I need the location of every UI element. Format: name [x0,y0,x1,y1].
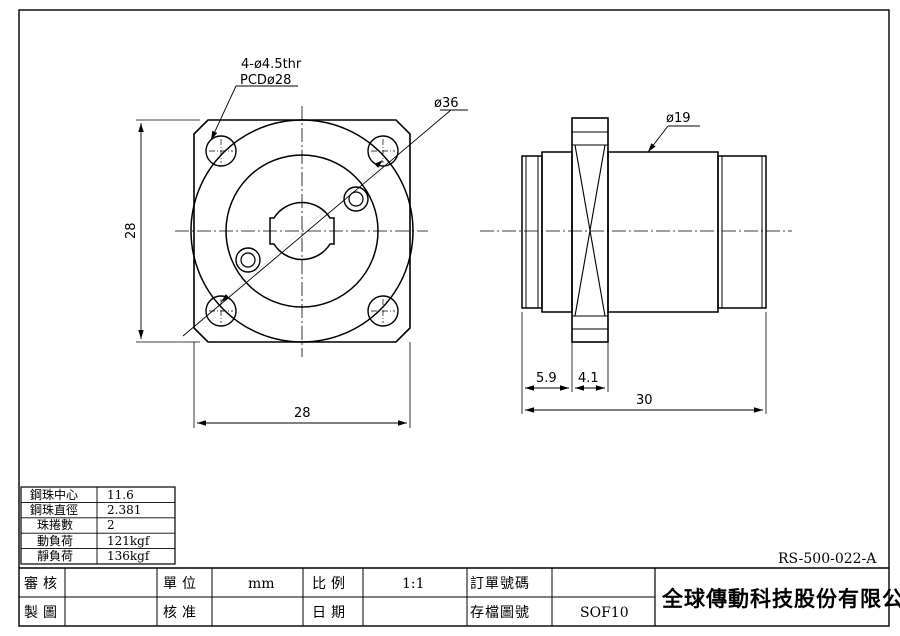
dim-b-label: 4.1 [578,371,599,386]
spec-label: 靜負荷 [37,549,73,563]
mounting-hole [367,135,399,167]
drawing-number: RS-500-022-A [778,551,877,567]
left-end-cap [521,155,543,309]
spec-label: 珠捲數 [37,518,73,532]
mounting-hole [367,295,399,327]
dim-a-label: 5.9 [536,371,557,386]
company-name: 全球傳動科技股份有限公司 [661,586,900,611]
body-dia-label: ø19 [666,111,691,126]
hole-callout-leader [210,85,237,141]
hole-callout-count: 4-ø4.5thr [241,57,302,72]
spec-value: 11.6 [107,488,134,502]
nut-body-right [607,151,719,313]
mounting-hole [205,135,237,167]
approve-label: 核准 [163,605,201,621]
flange-dia-arrow [301,159,384,232]
bore-outline [269,201,335,261]
mounting-hole [205,295,237,327]
unit-label: 單位 [163,576,201,592]
body-dia-leader [647,125,669,153]
overall-length-label: 30 [636,393,653,408]
flange-cross-line [574,144,606,317]
flange-dia-label: ø36 [434,96,459,111]
spec-value: 121kgf [107,534,151,548]
height-dim-label: 28 [124,222,139,239]
spec-label: 鋼珠直徑 [30,503,78,517]
file-label: 存檔圖號 [470,605,530,621]
flange-dia-arrow [220,230,303,303]
date-label: 日期 [312,605,350,621]
spec-value: 136kgf [107,549,151,563]
flange-outline [193,119,411,343]
scale-label: 比例 [312,576,350,592]
spec-value: 2 [107,518,115,532]
right-end-cap [717,155,767,309]
spec-label: 鋼珠中心 [30,487,78,502]
ball-return-plug [240,252,256,268]
sheet-border [18,9,890,627]
front-view: 4-ø4.5thr PCDø28 ø36 28 28 [124,57,468,428]
file-value: SOF10 [580,605,629,621]
hole-callout-pcd: PCDø28 [240,73,291,88]
unit-value: mm [248,576,275,592]
draw-label: 製圖 [24,605,62,621]
order-label: 訂單號碼 [470,576,530,592]
ball-return-plug [348,191,364,207]
spec-value: 2.381 [107,503,141,517]
side-view: ø19 5.9 4.1 30 [480,111,792,414]
ball-return-plug [343,186,369,212]
scale-value: 1:1 [402,576,425,592]
spec-table: 鋼珠中心 11.6 鋼珠直徑 2.381 珠捲數 2 動負荷 121kgf 靜負… [20,486,176,565]
width-dim-label: 28 [294,406,311,421]
review-label: 審核 [24,576,62,592]
spec-label: 動負荷 [37,534,73,548]
title-block: 審核 單位 mm 比例 1:1 訂單號碼 製圖 核准 日期 存檔圖號 SOF10… [19,567,900,626]
ball-return-plug [235,247,261,273]
nut-body-left [541,151,573,313]
